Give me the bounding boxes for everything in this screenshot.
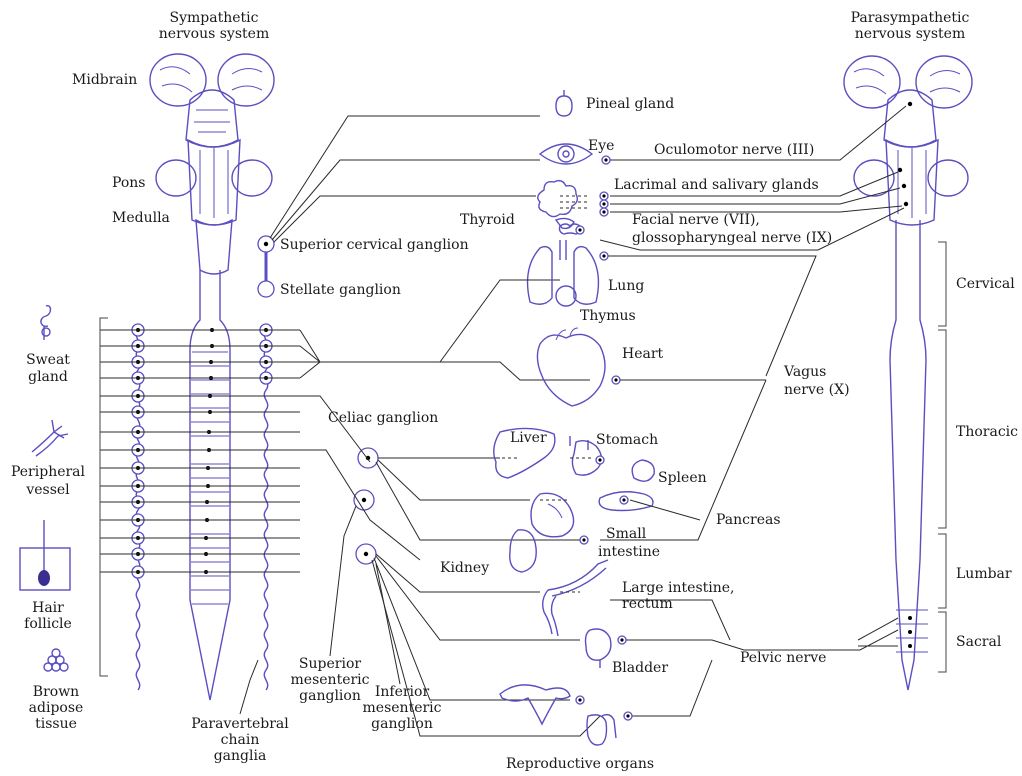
label-vessel-2: vessel xyxy=(25,482,70,498)
label-paravertebral-3: ganglia xyxy=(214,748,267,764)
parasympathetic-title-line2: nervous system xyxy=(855,26,965,42)
label-stomach: Stomach xyxy=(596,432,658,448)
pineal-gland-icon xyxy=(556,90,572,116)
label-vagus-nerve-2: nerve (X) xyxy=(784,382,850,398)
label-lumbar: Lumbar xyxy=(956,566,1012,582)
bladder-icon xyxy=(586,629,611,668)
brown-adipose-icon xyxy=(44,649,68,671)
label-pons: Pons xyxy=(112,175,145,191)
cervical-bracket xyxy=(938,242,946,326)
label-paravertebral-2: chain xyxy=(221,732,260,748)
label-adipose-2: adipose xyxy=(29,700,84,716)
label-pancreas: Pancreas xyxy=(716,512,781,528)
lacrimal-salivary-icon xyxy=(538,181,578,229)
label-large-intestine-2: rectum xyxy=(622,596,673,612)
heart-icon xyxy=(537,328,605,406)
sympathetic-title-line1: Sympathetic xyxy=(170,10,259,26)
sympathetic-cord-segments xyxy=(191,352,229,604)
label-large-intestine-1: Large intestine, xyxy=(622,580,734,596)
label-thymus: Thymus xyxy=(580,308,636,324)
organ-endings xyxy=(490,196,594,592)
label-midbrain: Midbrain xyxy=(72,72,137,88)
label-thoracic: Thoracic xyxy=(956,424,1018,440)
label-bladder: Bladder xyxy=(612,660,668,676)
cord-preganglionic-neurons xyxy=(204,328,214,574)
parasympathetic-title-line1: Parasympathetic xyxy=(851,10,970,26)
sympathetic-title-line2: nervous system xyxy=(159,26,269,42)
sacral-bracket xyxy=(938,612,946,672)
hair-follicle-icon xyxy=(20,520,70,590)
label-superior-mesenteric-2: mesenteric xyxy=(291,672,370,688)
lumbar-bracket xyxy=(938,534,946,608)
stellate-ganglion xyxy=(258,281,274,297)
label-pineal: Pineal gland xyxy=(586,96,674,112)
kidney-icon xyxy=(510,530,536,572)
label-sacral: Sacral xyxy=(956,634,1002,650)
sympathetic-projection-wires xyxy=(100,116,600,736)
label-adipose-1: Brown xyxy=(33,684,79,700)
label-oculomotor-nerve: Oculomotor nerve (III) xyxy=(654,142,814,158)
label-pelvic-nerve: Pelvic nerve xyxy=(740,650,826,666)
spleen-icon xyxy=(632,460,654,481)
label-paravertebral-1: Paravertebral xyxy=(191,716,289,732)
parasympathetic-wires xyxy=(600,106,906,716)
thoracic-bracket xyxy=(938,330,946,528)
label-superior-mesenteric-3: ganglion xyxy=(299,688,361,704)
label-lacrimal: Lacrimal and salivary glands xyxy=(614,177,819,193)
label-vagus-nerve-1: Vagus xyxy=(783,364,826,380)
sympathetic-spinal-cord xyxy=(190,270,230,700)
label-sweat-1: Sweat xyxy=(26,352,70,368)
brainstem-nuclei xyxy=(898,102,912,206)
label-facial-nerve-2: glossopharyngeal nerve (IX) xyxy=(632,230,832,246)
label-celiac-ganglion: Celiac ganglion xyxy=(328,410,438,426)
label-facial-nerve-1: Facial nerve (VII), xyxy=(632,212,760,228)
label-vessel-1: Peripheral xyxy=(11,464,86,480)
label-liver: Liver xyxy=(510,430,547,446)
label-sweat-2: gland xyxy=(28,369,68,385)
large-intestine-icon xyxy=(543,560,608,636)
right-chain-ganglia xyxy=(260,324,272,384)
label-medulla: Medulla xyxy=(112,210,170,226)
label-cervical: Cervical xyxy=(956,276,1015,292)
label-hair-2: follicle xyxy=(24,616,72,632)
label-thyroid: Thyroid xyxy=(460,212,515,228)
peripheral-vessel-icon xyxy=(32,420,68,456)
label-adipose-3: tissue xyxy=(35,716,77,732)
sympathetic-brainstem-drawing xyxy=(150,54,274,274)
label-reproductive: Reproductive organs xyxy=(506,756,654,772)
label-inferior-mesenteric-3: ganglion xyxy=(371,716,433,732)
label-superior-cervical-ganglion: Superior cervical ganglion xyxy=(280,237,469,253)
label-stellate-ganglion: Stellate ganglion xyxy=(280,282,401,298)
label-inferior-mesenteric-2: mesenteric xyxy=(363,700,442,716)
label-small-intestine-2: intestine xyxy=(598,544,660,560)
label-heart: Heart xyxy=(622,346,664,362)
label-spleen: Spleen xyxy=(658,470,707,486)
label-hair-1: Hair xyxy=(32,600,64,616)
lungs-icon xyxy=(528,240,599,306)
skin-targets-bracket xyxy=(100,318,108,676)
label-kidney: Kidney xyxy=(440,560,489,576)
label-eye: Eye xyxy=(588,138,614,154)
eye-icon xyxy=(540,144,592,164)
label-inferior-mesenteric-1: Inferior xyxy=(375,684,430,700)
label-lung: Lung xyxy=(608,278,644,294)
sweat-gland-icon xyxy=(41,306,51,340)
label-superior-mesenteric-1: Superior xyxy=(299,656,361,672)
